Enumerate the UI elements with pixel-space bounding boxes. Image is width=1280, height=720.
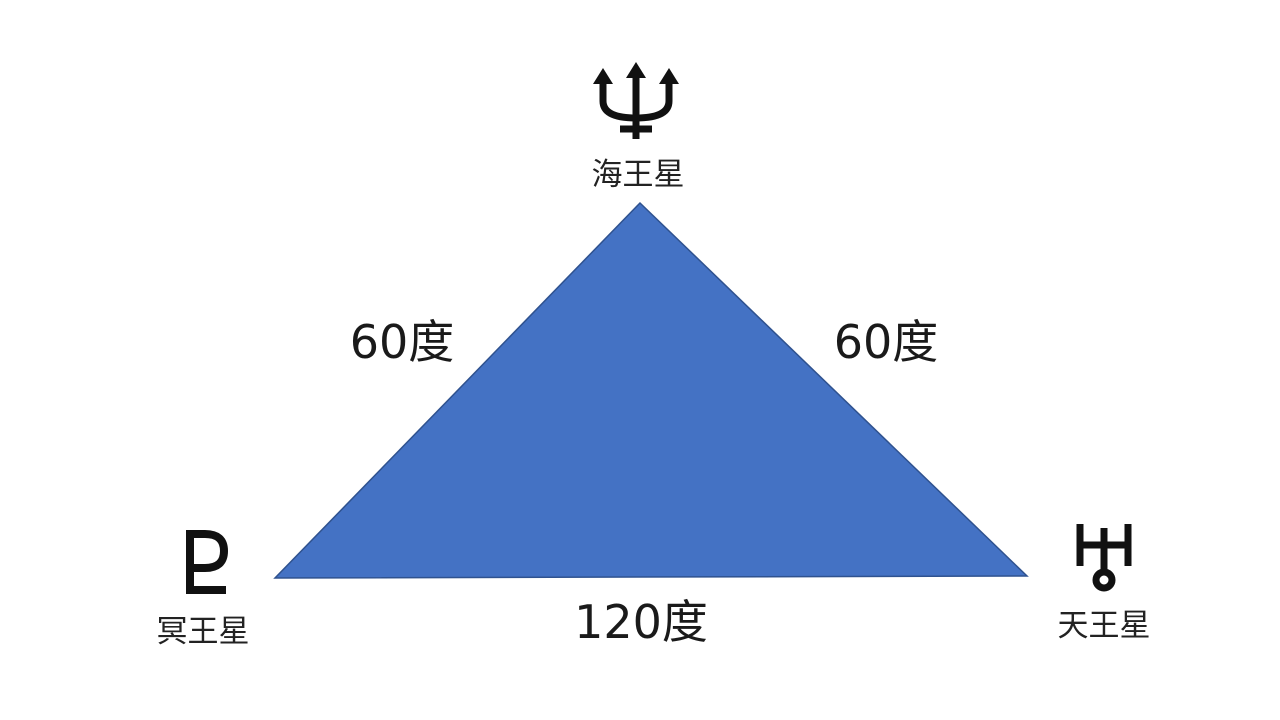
uranus-symbol-icon — [1076, 524, 1132, 592]
uranus-label: 天王星 — [1058, 608, 1151, 644]
pluto-symbol-icon — [186, 530, 229, 594]
edge-label-pluto-uranus: 120度 — [574, 595, 708, 649]
neptune-label: 海王星 — [592, 157, 685, 193]
edge-label-neptune-pluto: 60度 — [350, 315, 455, 369]
aspect-triangle — [273, 201, 1029, 579]
pluto-label: 冥王星 — [157, 614, 250, 650]
edge-label-neptune-uranus: 60度 — [834, 315, 939, 369]
neptune-symbol-icon — [593, 62, 679, 139]
